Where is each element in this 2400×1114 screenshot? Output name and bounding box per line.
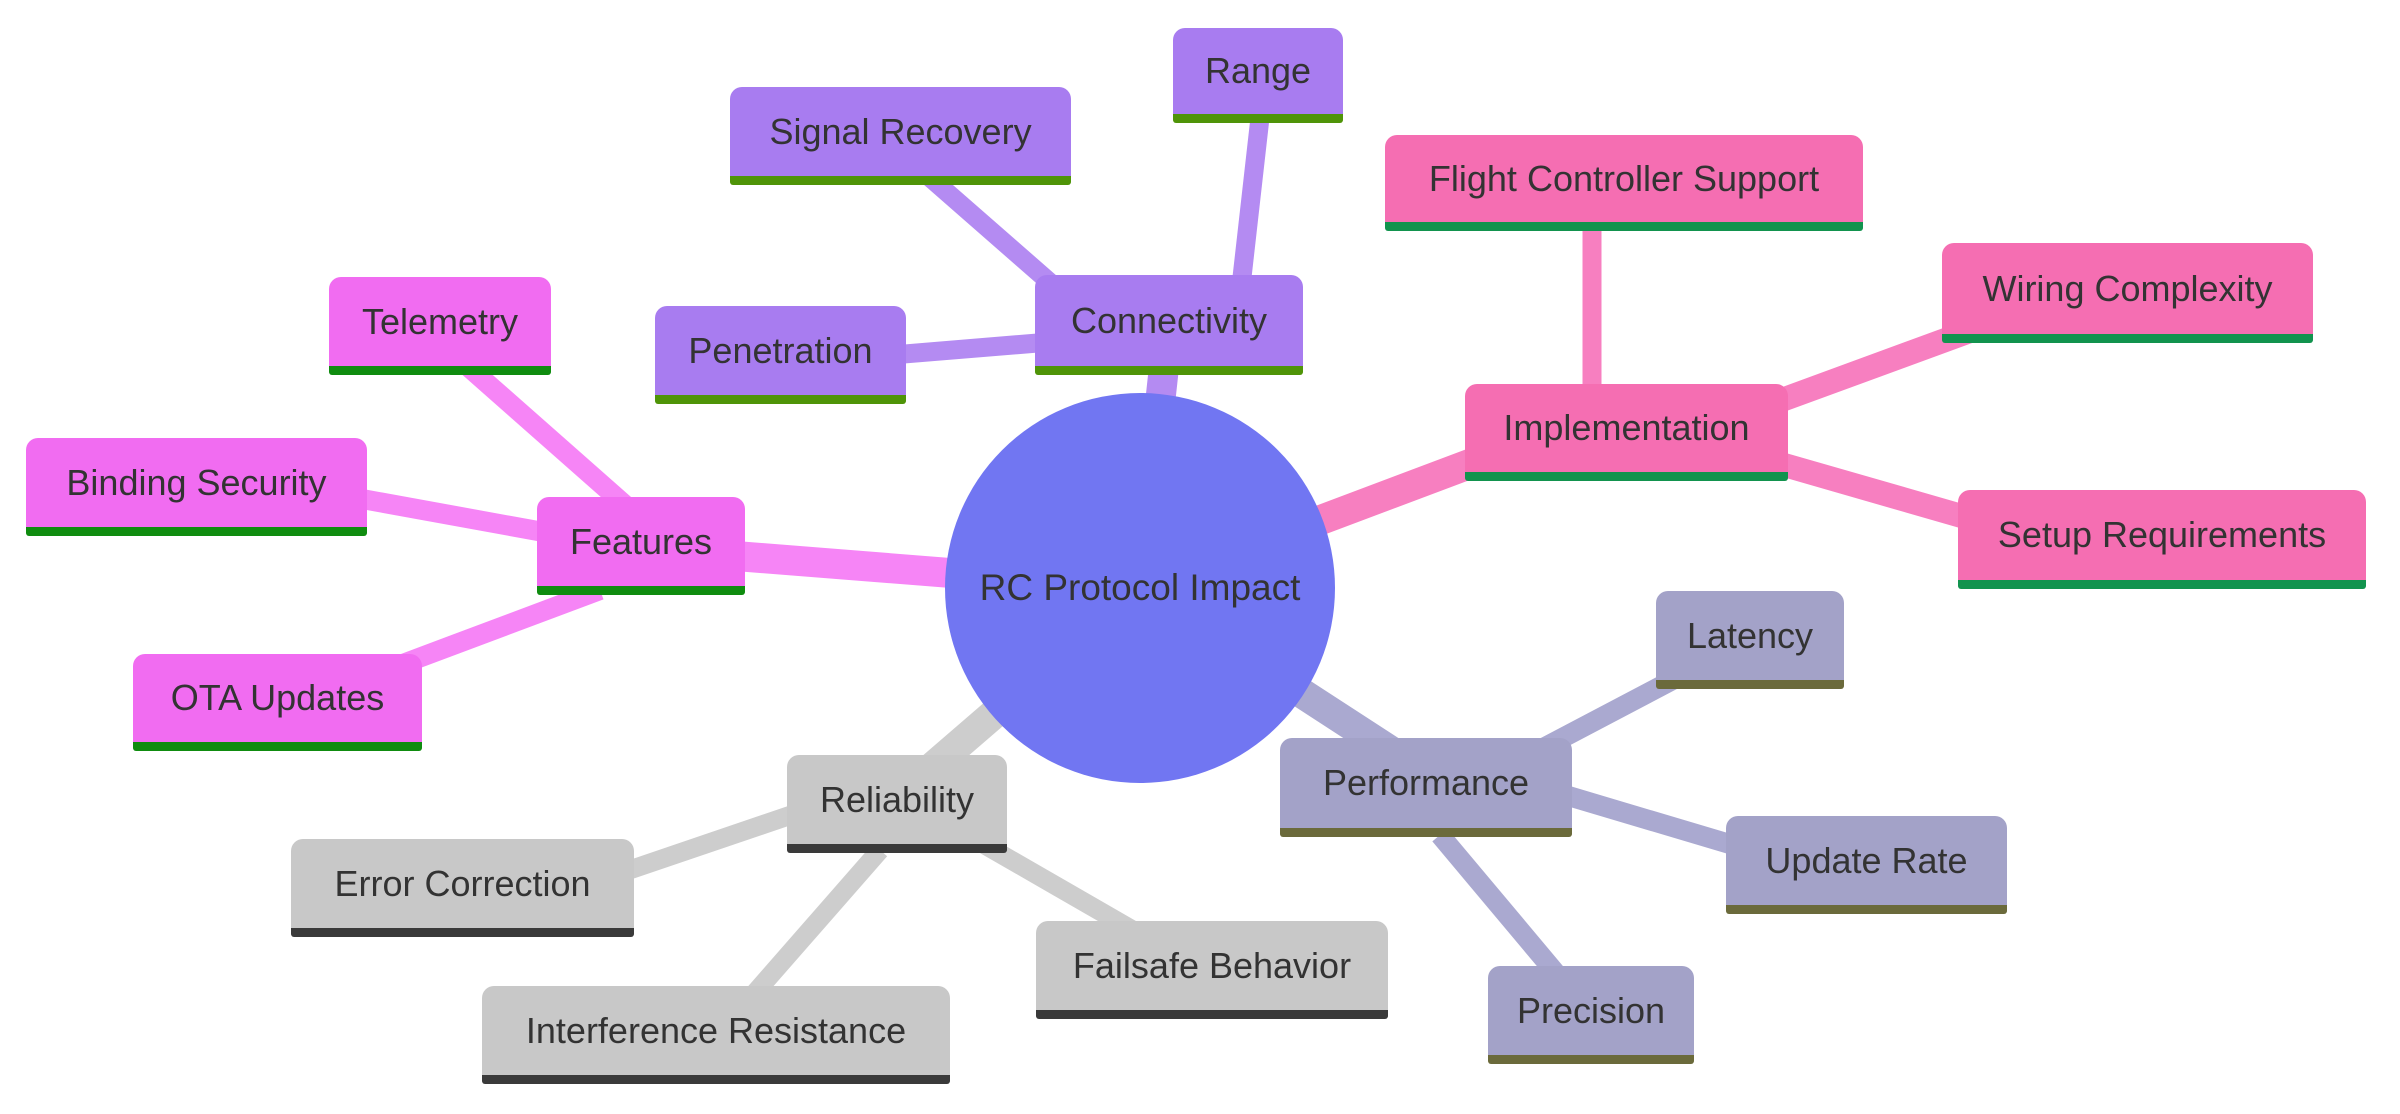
node-range: Range — [1173, 28, 1343, 123]
edge-features-binding-security — [338, 485, 562, 545]
edge-features-telemetry — [448, 347, 632, 513]
node-failsafe-behavior: Failsafe Behavior — [1036, 921, 1388, 1019]
node-flight-controller-support: Flight Controller Support — [1385, 135, 1863, 231]
node-error-correction: Error Correction — [291, 839, 634, 937]
node-penetration: Penetration — [655, 306, 906, 404]
node-features: Features — [537, 497, 745, 595]
node-ota-updates: OTA Updates — [133, 654, 422, 751]
edge-connectivity-penetration — [879, 332, 1051, 366]
edge-performance-precision — [1432, 828, 1578, 997]
node-update-rate: Update Rate — [1726, 816, 2007, 914]
node-precision: Precision — [1488, 966, 1694, 1064]
node-connectivity: Connectivity — [1035, 275, 1303, 375]
node-telemetry: Telemetry — [329, 277, 551, 375]
node-implementation: Implementation — [1465, 384, 1788, 481]
edge-reliability-interference-resistance — [732, 843, 888, 1017]
node-center: RC Protocol Impact — [945, 393, 1335, 783]
node-performance: Performance — [1280, 738, 1572, 837]
node-setup-requirements: Setup Requirements — [1958, 490, 2366, 589]
node-wiring-complexity: Wiring Complexity — [1942, 243, 2313, 343]
node-binding-security: Binding Security — [26, 438, 367, 536]
edge-connectivity-range — [1230, 98, 1272, 297]
node-interference-resistance: Interference Resistance — [482, 986, 950, 1084]
node-latency: Latency — [1656, 591, 1844, 689]
node-signal-recovery: Signal Recovery — [730, 87, 1071, 185]
node-reliability: Reliability — [787, 755, 1007, 853]
